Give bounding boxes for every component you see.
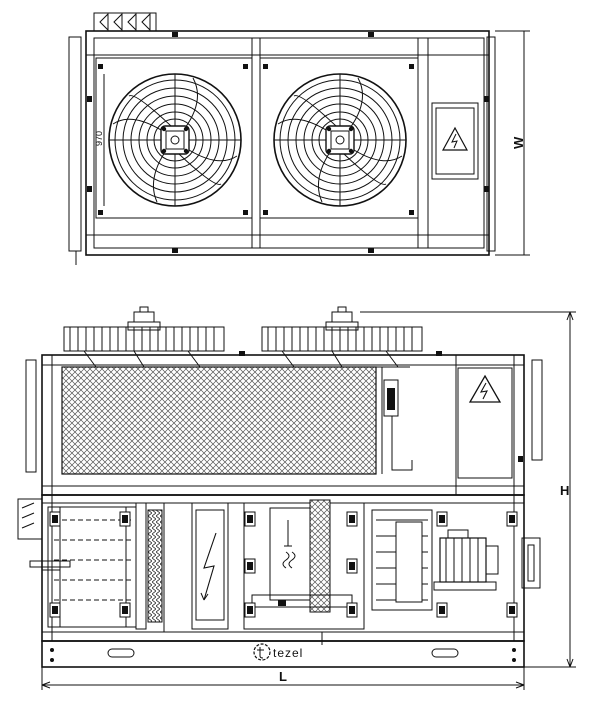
axial-fan-icon [108,73,242,207]
motor-icon [433,529,499,591]
condenser-coil [61,366,377,475]
axial-fan-icon [273,73,407,207]
electrical-hazard-icon [441,126,469,151]
fan-diameter-label: 970 [94,131,104,146]
top-view: 970 W [68,12,530,265]
supply-fan-section [371,509,499,611]
damper-icon [99,12,151,32]
top-casing-outline [85,30,490,256]
heater-section [191,502,229,630]
length-dimension-label: L [279,669,287,684]
width-dimension-label: W [511,136,526,149]
outlet-damper [521,537,541,589]
base-frame [41,640,525,668]
electrical-hazard-icon [468,374,502,403]
filter-section [135,502,165,632]
top-panel-door [431,102,479,180]
brand-logo: tezel [253,643,303,661]
condenser-fan-right [261,306,423,368]
cooling-coil-section [243,499,365,630]
electrical-panel [457,367,513,479]
height-dimension-label: H [560,483,569,498]
brand-name: tezel [273,646,303,660]
side-view: tezel H L [17,306,576,690]
condenser-fan-left [63,306,225,368]
top-damper-louver [93,12,157,32]
